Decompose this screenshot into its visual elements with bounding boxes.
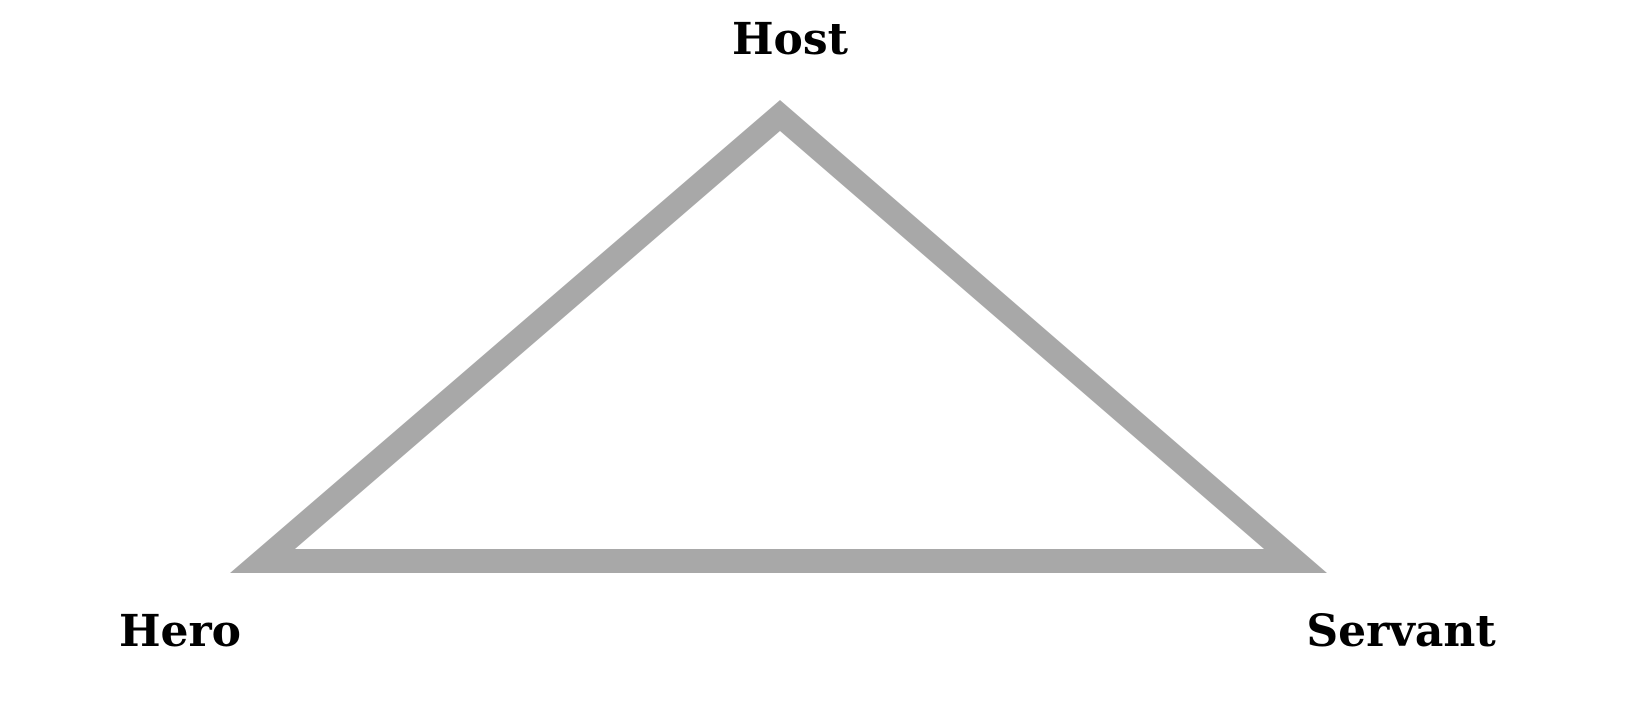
node-label-host: Host bbox=[732, 14, 849, 65]
triangle-inner-fill bbox=[295, 131, 1264, 549]
node-label-hero: Hero bbox=[119, 606, 241, 657]
node-label-servant: Servant bbox=[1306, 606, 1496, 657]
